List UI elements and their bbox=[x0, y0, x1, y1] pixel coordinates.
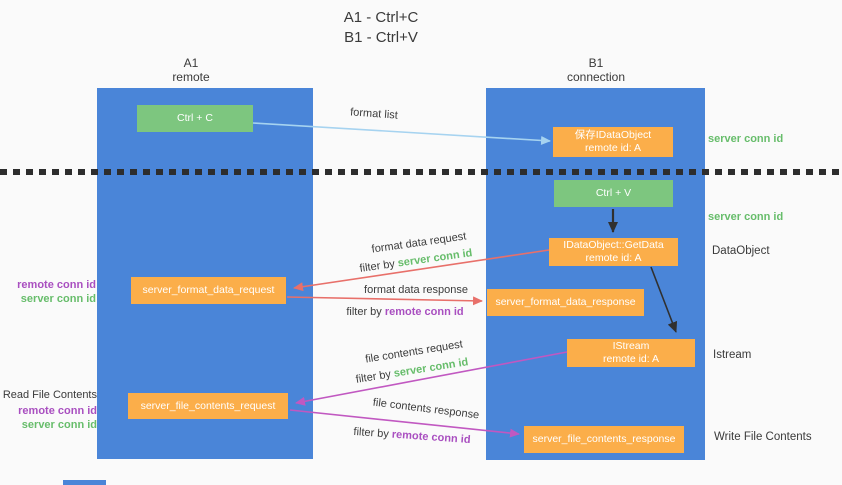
server-file-contents-request-box: server_file_contents_request bbox=[128, 393, 288, 419]
remote-conn-id-label: remote conn id bbox=[17, 279, 96, 291]
ctrl-c-label: Ctrl + C bbox=[177, 112, 213, 124]
write-file-contents-label: Write File Contents bbox=[714, 431, 812, 443]
lane-a1-name: A1 bbox=[183, 56, 199, 70]
getdata-line2: remote id: A bbox=[585, 252, 642, 264]
getdata-line1: IDataObject::GetData bbox=[563, 239, 664, 251]
server-format-data-request-label: server_format_data_request bbox=[142, 284, 275, 296]
lane-a1-subtitle: remote bbox=[172, 70, 210, 84]
server-file-contents-response-box: server_file_contents_response bbox=[524, 426, 684, 453]
server-conn-id-label-mid: server conn id bbox=[708, 211, 784, 223]
format-list-label: format list bbox=[349, 106, 399, 122]
lane-b1-subtitle: connection bbox=[566, 70, 626, 84]
title-line-1: A1 - Ctrl+C bbox=[343, 9, 419, 26]
idataobject-getdata-box: IDataObject::GetData remote id: A bbox=[549, 238, 678, 266]
remote-conn-id-text: remote conn id bbox=[391, 428, 471, 447]
clipped-element bbox=[63, 480, 106, 485]
dataobject-label: DataObject bbox=[712, 245, 770, 257]
save-idataobject-line1: 保存IDataObject bbox=[574, 129, 652, 141]
filter-by-text: filter by bbox=[354, 368, 392, 386]
lane-b1-name: B1 bbox=[588, 56, 604, 70]
server-conn-id-label: server conn id bbox=[21, 419, 97, 431]
diagram-title: A1 - Ctrl+C B1 - Ctrl+V bbox=[281, 8, 481, 48]
lane-header-b1: B1 connection bbox=[536, 56, 656, 84]
save-idataobject-box: 保存IDataObject remote id: A bbox=[553, 127, 673, 157]
remote-conn-id-text: remote conn id bbox=[384, 306, 464, 318]
server-file-contents-request-label: server_file_contents_request bbox=[140, 399, 276, 412]
remote-conn-id-label: remote conn id bbox=[18, 405, 97, 417]
arrow-format-data-response bbox=[286, 296, 483, 306]
left-conn-id-group-bottom: Read File Contents remote conn id server… bbox=[0, 388, 97, 432]
ctrl-v-label: Ctrl + V bbox=[595, 187, 632, 199]
filter-by-text: filter by bbox=[358, 258, 396, 275]
server-conn-id-label-top: server conn id bbox=[708, 133, 784, 145]
ctrl-c-box: Ctrl + C bbox=[137, 105, 253, 132]
istream-line2: remote id: A bbox=[602, 353, 660, 365]
read-file-contents-label: Read File Contents bbox=[2, 389, 97, 401]
dotted-divider bbox=[0, 169, 842, 175]
server-conn-id-text: server conn id bbox=[392, 356, 470, 380]
title-line-2: B1 - Ctrl+V bbox=[344, 29, 418, 46]
server-conn-id-label: server conn id bbox=[20, 293, 96, 305]
server-file-contents-response-label: server_file_contents_response bbox=[532, 433, 676, 445]
save-idataobject-line2: remote id: A bbox=[584, 142, 642, 154]
lane-header-a1: A1 remote bbox=[131, 56, 251, 84]
server-format-data-response-label: server_format_data_response bbox=[495, 296, 636, 308]
ctrl-v-box: Ctrl + V bbox=[554, 180, 673, 207]
file-contents-response-label: file contents response bbox=[372, 396, 480, 422]
server-format-data-response-box: server_format_data_response bbox=[487, 289, 644, 316]
filter-by-text: filter by bbox=[346, 306, 382, 318]
format-data-response-label: format data response bbox=[364, 284, 468, 296]
istream-line1: IStream bbox=[612, 340, 650, 352]
istream-side-label: Istream bbox=[713, 349, 752, 361]
server-format-data-request-box: server_format_data_request bbox=[131, 277, 286, 304]
istream-box: IStream remote id: A bbox=[567, 339, 695, 367]
filter-by-text: filter by bbox=[353, 425, 390, 441]
left-conn-id-group-top: remote conn id server conn id bbox=[10, 278, 96, 306]
